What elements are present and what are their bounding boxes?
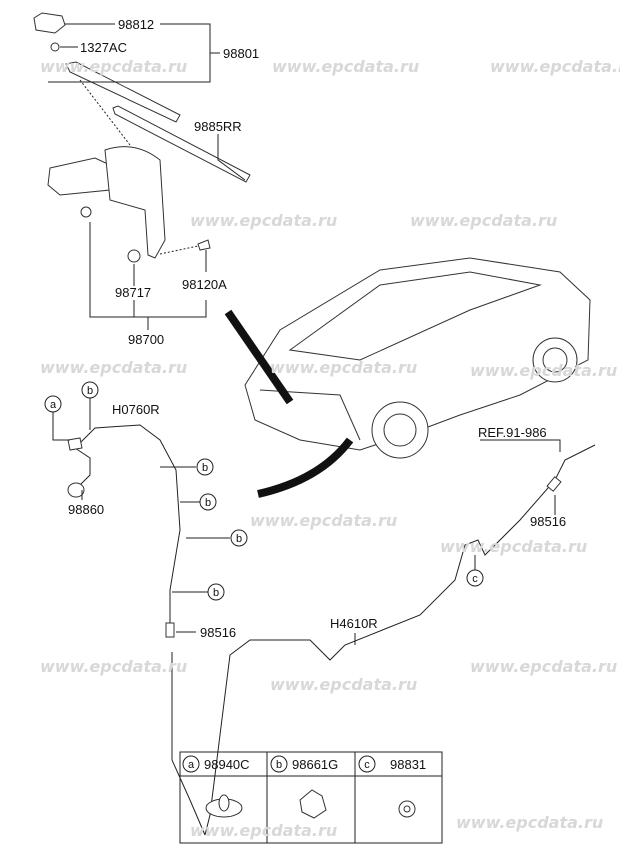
label-98120a: 98120A [182, 277, 227, 292]
table-part-98940c: 98940C [204, 757, 250, 772]
label-9885rr: 9885RR [194, 119, 242, 134]
svg-text:c: c [472, 573, 478, 585]
washer-nozzle [67, 482, 85, 498]
watermark: www.epcdata.ru [40, 358, 187, 377]
label-98860: 98860 [68, 502, 104, 517]
watermark: www.epcdata.ru [190, 821, 337, 840]
washer-hoses [67, 424, 596, 836]
watermark: www.epcdata.ru [440, 537, 587, 556]
watermark: www.epcdata.ru [40, 657, 187, 676]
wiper-cap [33, 12, 66, 34]
watermark: www.epcdata.ru [270, 358, 417, 377]
clip-b-icon [299, 789, 327, 819]
clip-legend-table: a 98940C b 98661G c 98831 [179, 751, 443, 844]
label-h0760r: H0760R [112, 402, 160, 417]
label-1327ac: 1327AC [80, 40, 127, 55]
callout-b: b [196, 458, 214, 476]
table-part-98661g: 98661G [292, 757, 338, 772]
label-98717: 98717 [115, 285, 151, 300]
svg-text:b: b [87, 385, 93, 397]
wiper-arm [65, 61, 181, 123]
svg-text:a: a [50, 399, 57, 411]
table-part-98831: 98831 [390, 757, 426, 772]
label-98812: 98812 [118, 17, 154, 32]
label-ref-91-986: REF.91-986 [478, 425, 547, 440]
label-98801: 98801 [223, 46, 259, 61]
wiper-blade [112, 105, 251, 183]
watermark: www.epcdata.ru [40, 57, 187, 76]
callout-a: a [44, 395, 62, 413]
watermark: www.epcdata.ru [270, 675, 417, 694]
svg-text:b: b [205, 497, 211, 509]
table-letter-b: b [276, 759, 282, 771]
vehicle-drawing [224, 257, 591, 498]
label-98516: 98516 [530, 514, 566, 529]
svg-text:b: b [213, 587, 219, 599]
nut [50, 42, 60, 52]
motor-bracket [104, 146, 166, 259]
watermark: www.epcdata.ru [456, 813, 603, 832]
callout-b: b [207, 583, 225, 601]
grommet [127, 249, 141, 263]
watermarks: www.epcdata.ru www.epcdata.ru www.epcdat… [40, 57, 620, 840]
svg-text:b: b [202, 462, 208, 474]
label-98700: 98700 [128, 332, 164, 347]
bolt [197, 239, 211, 251]
watermark: www.epcdata.ru [490, 57, 620, 76]
table-letter-a: a [188, 759, 195, 771]
watermark: www.epcdata.ru [190, 211, 337, 230]
watermark: www.epcdata.ru [272, 57, 419, 76]
watermark: www.epcdata.ru [470, 657, 617, 676]
callout-b: b [81, 381, 99, 399]
svg-text:b: b [236, 533, 242, 545]
label-98516: 98516 [200, 625, 236, 640]
callout-c: c [466, 569, 484, 587]
callout-leaders [52, 398, 561, 645]
watermark: www.epcdata.ru [250, 511, 397, 530]
callout-b: b [199, 493, 217, 511]
wiper-motor [47, 157, 111, 196]
wiper-assembly-drawing [33, 12, 251, 263]
watermark: www.epcdata.ru [410, 211, 557, 230]
watermark: www.epcdata.ru [470, 361, 617, 380]
callout-b: b [230, 529, 248, 547]
label-h4610r: H4610R [330, 616, 378, 631]
table-letter-c: c [364, 759, 370, 771]
leader-lines [48, 23, 246, 330]
